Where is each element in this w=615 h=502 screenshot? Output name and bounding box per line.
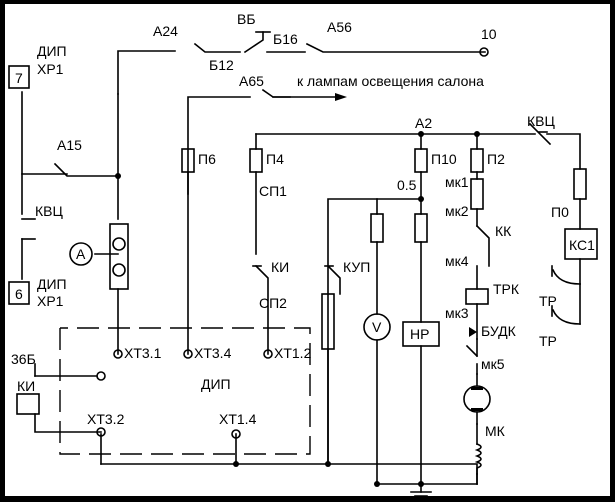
- label-tr1: ТР: [539, 293, 557, 309]
- motor-field-coil: [474, 442, 482, 475]
- label-b16: Б16: [273, 31, 298, 47]
- label-ki-left: КИ: [17, 378, 35, 394]
- label-36b: 36Б: [11, 351, 36, 367]
- label-a15: А15: [57, 137, 82, 153]
- labels: 7 ДИП ХР1 6 ДИП ХР1 А24 ВБ Б12 Б16 А56 1…: [11, 11, 595, 439]
- label-kup: КУП: [343, 259, 370, 275]
- label-p2: П2: [487, 151, 505, 167]
- label-xt14: ХТ1.4: [219, 411, 257, 427]
- label-kvc-left: КВЦ: [35, 203, 63, 219]
- label-dip: ДИП: [201, 376, 231, 392]
- fuse-p10: [414, 148, 428, 173]
- fuse-p0: [573, 168, 587, 200]
- label-trk: ТРК: [493, 281, 520, 297]
- connector-7-num: 7: [15, 70, 23, 86]
- label-xt31: ХТ3.1: [124, 345, 162, 361]
- fuse-p6: [181, 148, 195, 173]
- label-vb: ВБ: [237, 11, 256, 27]
- resistor-kup: [321, 293, 335, 350]
- wiring: [21, 31, 581, 485]
- label-b12: Б12: [209, 57, 234, 73]
- connector-7-box: [8, 65, 30, 89]
- connector-6-num: 6: [15, 286, 23, 302]
- ammeter: [69, 242, 93, 266]
- label-ammeter: A: [76, 246, 86, 262]
- label-kvc-right: КВЦ: [527, 113, 555, 129]
- connector-6-box: [8, 281, 30, 305]
- label-p4: П4: [266, 151, 284, 167]
- label-xt32: ХТ3.2: [87, 411, 125, 427]
- components: [8, 47, 598, 496]
- label-mk4: мк4: [445, 253, 469, 269]
- label-budk: БУДК: [481, 323, 517, 339]
- label-mk: МК: [485, 423, 506, 439]
- fuse-p2: [470, 148, 484, 173]
- resistor-hp: [414, 213, 428, 243]
- label-p0: П0: [551, 204, 569, 220]
- connector-7-label1: ДИП: [37, 43, 67, 59]
- label-a65: А65: [239, 73, 264, 89]
- schematic-svg: 7 ДИП ХР1 6 ДИП ХР1 А24 ВБ Б12 Б16 А56 1…: [8, 11, 598, 496]
- label-p6: П6: [198, 151, 216, 167]
- resistor-voltmeter: [370, 213, 384, 243]
- label-10: 10: [481, 26, 497, 42]
- voltmeter: [363, 313, 391, 341]
- label-ki: КИ: [271, 259, 289, 275]
- resistor-mk: [470, 178, 484, 210]
- connector-6-label2: ХР1: [37, 293, 64, 309]
- label-a24: А24: [153, 23, 178, 39]
- label-hp: НР: [410, 326, 429, 342]
- tr-contact-1: [551, 268, 581, 285]
- label-xt34: ХТ3.4: [194, 345, 232, 361]
- ki-left-relay: [16, 393, 40, 415]
- label-ks1: КС1: [569, 237, 595, 253]
- trk-element: [465, 288, 489, 305]
- label-mk5: мк5: [481, 356, 505, 372]
- ks1-relay: [564, 228, 598, 260]
- connector-6-label1: ДИП: [37, 276, 67, 292]
- hp-box: [402, 321, 440, 347]
- label-tr2: ТР: [539, 333, 557, 349]
- tr-contact-2: [551, 308, 581, 325]
- connector-7-label2: ХР1: [37, 61, 64, 77]
- label-sp1: СП1: [259, 183, 287, 199]
- label-a56: А56: [327, 19, 352, 35]
- dip-enclosure: [59, 327, 311, 455]
- label-a2: А2: [415, 115, 432, 131]
- label-sp2: СП2: [259, 295, 287, 311]
- label-mk3: мк3: [445, 305, 469, 321]
- schematic-board: 7 ДИП ХР1 6 ДИП ХР1 А24 ВБ Б12 Б16 А56 1…: [5, 4, 610, 496]
- label-mk2: мк2: [445, 203, 469, 219]
- label-voltmeter: V: [372, 319, 382, 335]
- shunt-block: [109, 223, 129, 290]
- label-lamps: к лампам освещения салона: [297, 73, 484, 89]
- fuse-p4: [249, 148, 263, 173]
- label-mk1: мк1: [445, 174, 469, 190]
- label-05: 0.5: [397, 177, 417, 193]
- label-kk: КК: [495, 223, 512, 239]
- label-xt12: ХТ1.2: [274, 345, 312, 361]
- label-p10: П10: [431, 151, 457, 167]
